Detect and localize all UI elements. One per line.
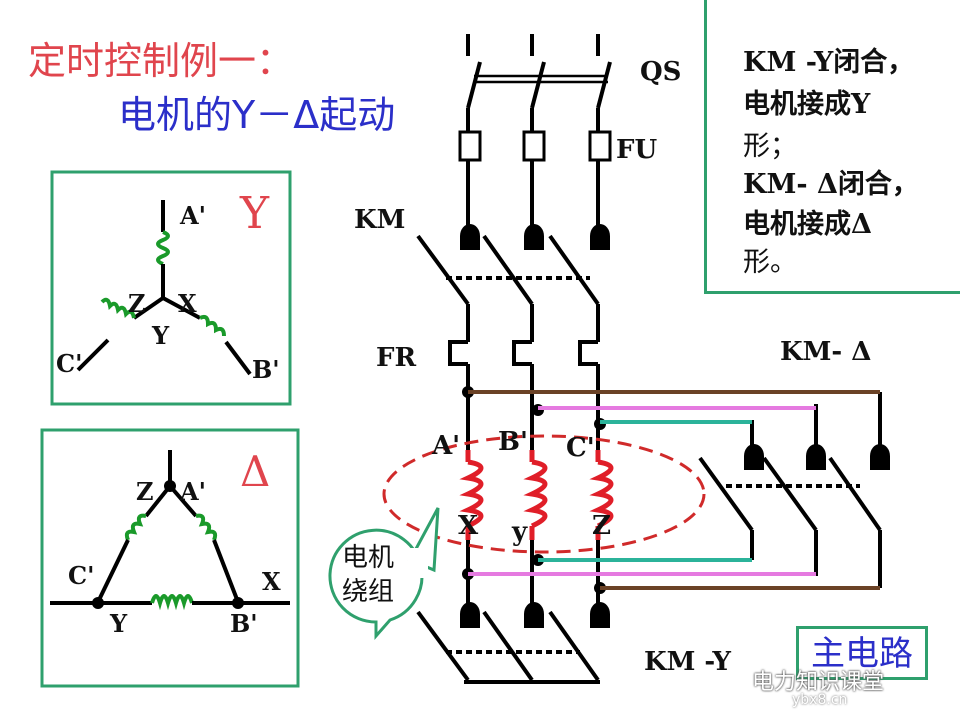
label-c: C' xyxy=(566,433,595,463)
label-b: B' xyxy=(498,427,528,457)
note-line-2: 电机接成Y xyxy=(743,89,871,120)
delta-label-z: Z xyxy=(136,477,154,506)
delta-label-c: C' xyxy=(68,561,94,590)
note-line-6: 形。 xyxy=(743,247,797,278)
main-circuit xyxy=(416,34,882,684)
note-line-1: KM -Y闭合， xyxy=(743,47,915,78)
label-x: X xyxy=(458,511,479,541)
label-qs: QS xyxy=(640,57,681,87)
title-line-1: 定时控制例一： xyxy=(28,39,295,83)
star-label-c: C' xyxy=(56,349,82,378)
note-box: KM -Y闭合， 电机接成Y 形； KM- Δ闭合， 电机接成Δ 形。 xyxy=(704,0,960,294)
label-z: Z xyxy=(592,511,611,541)
bus-wires xyxy=(468,390,880,590)
winding-ellipse xyxy=(382,434,706,554)
label-km-y: KM -Y xyxy=(644,647,731,677)
note-line-4: KM- Δ闭合， xyxy=(743,169,919,200)
main-circuit-badge: 主电路 xyxy=(796,626,928,680)
note-line-5: 电机接成Δ xyxy=(743,209,872,240)
winding-callout: 电机 绕组 xyxy=(328,507,440,640)
delta-connection-box: Δ Z A' C' X Y B' xyxy=(40,428,300,688)
title-line-2: 电机的Y－Δ起动 xyxy=(118,93,396,137)
star-label-a: A' xyxy=(179,201,206,230)
label-km-delta: KM- Δ xyxy=(780,337,871,367)
star-label-x: X xyxy=(178,289,197,318)
delta-label-a: A' xyxy=(179,477,206,506)
label-fr: FR xyxy=(376,343,416,373)
delta-label-b: B' xyxy=(230,609,258,638)
star-connection-box: Y A' Z X Y C' B' xyxy=(50,170,292,406)
label-km: KM xyxy=(354,205,405,235)
motor-windings xyxy=(459,450,614,540)
star-label-z: Z xyxy=(128,289,146,318)
label-y: y xyxy=(511,517,528,547)
delta-label-y: Y xyxy=(109,609,128,638)
delta-symbol: Δ xyxy=(240,447,270,496)
note-line-3: 形； xyxy=(743,131,797,162)
label-fu: FU xyxy=(616,135,657,165)
star-label-b: B' xyxy=(252,355,280,384)
star-symbol: Y xyxy=(239,188,270,239)
circuit-labels: QS FU KM FR KM- Δ KM -Y A' B' C' X y Z xyxy=(354,57,871,677)
label-a: A' xyxy=(431,431,460,461)
contact-dots xyxy=(460,224,890,628)
star-label-y: Y xyxy=(151,321,170,350)
delta-label-x: X xyxy=(262,567,281,596)
watermark-name: 电力知识课堂 xyxy=(752,670,885,695)
callout-line-1: 电机 xyxy=(342,543,394,573)
watermark-site: ybx8.cn xyxy=(792,692,848,708)
callout-line-2: 绕组 xyxy=(342,577,394,607)
